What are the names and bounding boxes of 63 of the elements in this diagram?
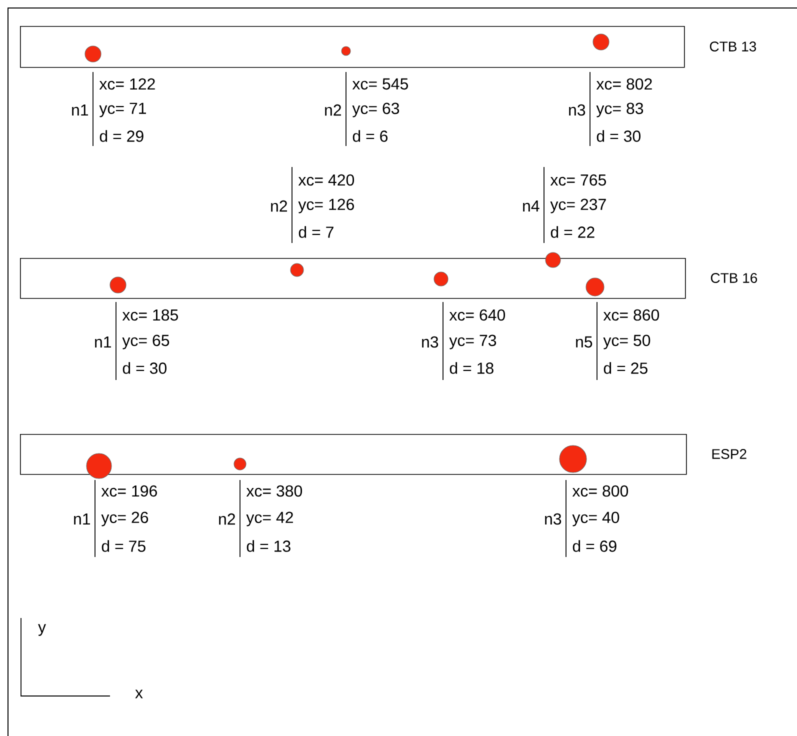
value-text: d = 69 (572, 540, 616, 552)
node-label: CTB 13 (710, 42, 756, 52)
value-text: yc= 42 (246, 512, 293, 526)
band-box: CTB 13 (20, 26, 756, 68)
point-name: n5 (576, 336, 592, 348)
dot (559, 445, 587, 473)
value-text: xc= 860 (603, 309, 660, 321)
point-name: n2 (325, 104, 341, 116)
value-text: xc= 380 (246, 485, 302, 497)
value-text: d = 22 (550, 226, 594, 238)
value-text: yc= 71 (99, 102, 146, 118)
band-box: ESP2 (20, 434, 746, 475)
value-text: yc= 63 (352, 102, 400, 118)
value-text: d = 29 (100, 130, 144, 142)
axis-label: x (135, 690, 143, 698)
value-text: yc= 50 (603, 334, 650, 350)
value-text: d = 75 (102, 540, 146, 552)
point-name: n1 (72, 104, 88, 116)
dot (84, 46, 102, 62)
band-box: CTB 16 (20, 258, 758, 299)
value-text: yc= 26 (101, 512, 148, 526)
dot (341, 46, 351, 56)
dot (86, 453, 112, 479)
dot (110, 276, 126, 294)
value-text: yc= 237 (550, 198, 606, 214)
node-label: ESP2 (712, 449, 746, 459)
value-text: d = 13 (246, 540, 290, 552)
point-name: n1 (95, 336, 111, 348)
dot (234, 458, 246, 470)
value-text: xc= 420 (298, 174, 354, 186)
value-text: d = 30 (122, 362, 166, 374)
point-name: n1 (74, 514, 90, 524)
value-text: xc= 196 (101, 485, 157, 497)
axis-label: y (38, 624, 46, 636)
point-name: n3 (545, 513, 562, 525)
value-text: yc= 83 (596, 102, 644, 118)
dot (545, 252, 561, 268)
value-text: xc= 545 (352, 78, 408, 90)
value-text: xc= 640 (449, 309, 506, 321)
value-text: xc= 802 (596, 78, 652, 90)
value-text: d = 18 (450, 362, 494, 374)
value-text: xc= 122 (99, 78, 155, 90)
dot (434, 272, 448, 286)
point-name: n4 (523, 200, 540, 212)
dot (586, 278, 604, 296)
value-text: yc= 73 (449, 334, 496, 350)
dot (592, 34, 610, 50)
value-text: yc= 40 (572, 512, 620, 526)
value-text: yc= 126 (298, 198, 354, 214)
dot (290, 263, 304, 277)
value-text: d = 25 (604, 362, 648, 374)
value-text: xc= 765 (550, 174, 606, 186)
point-name: n2 (271, 200, 287, 212)
value-text: yc= 65 (122, 334, 170, 350)
value-text: xc= 800 (572, 485, 628, 497)
point-name: n3 (422, 336, 438, 348)
point-name: n2 (219, 513, 235, 525)
value-text: xc= 185 (122, 309, 178, 321)
value-text: d = 30 (596, 130, 640, 142)
value-text: d = 7 (298, 226, 334, 238)
value-text: d = 6 (352, 130, 388, 142)
node-label: CTB 16 (710, 273, 758, 283)
point-name: n3 (569, 104, 586, 116)
